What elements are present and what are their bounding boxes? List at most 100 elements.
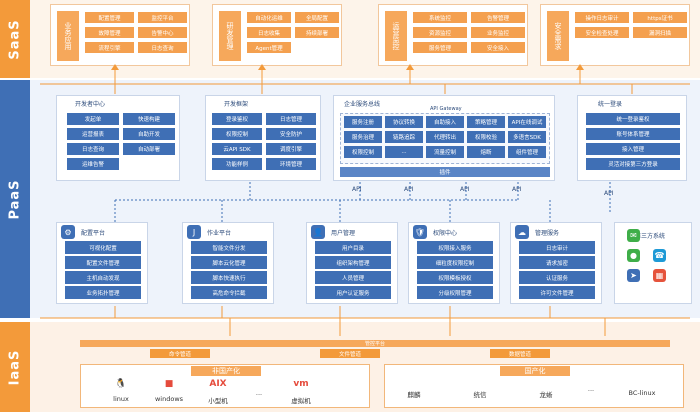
file-pipe: 文件管道 (320, 349, 380, 358)
sso-item: 统一登录鉴权 (586, 113, 680, 125)
saas-category: 研发管理 (219, 11, 241, 61)
saas-panel: 业务应用配置管理监控平台故障管理告警中心流程引擎日志查询 (50, 4, 190, 66)
api-gateway-item: 流量控制 (426, 146, 464, 158)
saas-chip: 监控平台 (138, 12, 187, 23)
api-label: API (604, 190, 614, 197)
vm-logo: vm (293, 379, 309, 389)
saas-chip: 安全检查处理 (575, 27, 629, 38)
api-gateway-item: 代理转出 (426, 131, 464, 143)
saas-chip: 服务管理 (413, 42, 467, 53)
saas-chip: 全局配置 (295, 12, 339, 23)
data-pipe: 数据管道 (490, 349, 550, 358)
dev-framework-panel: 开发框架 登录鉴权 日志管理 权限控制 安全防护 云API SDK 调度引擎 功… (205, 95, 321, 181)
task-platform-item: 高危命令拦截 (191, 286, 267, 299)
api-label: API (512, 186, 522, 193)
config-platform-item: 可视化配置 (65, 241, 141, 254)
domestic-box: 国产化 麒麟 统信 龙蜥 ... BC-linux (384, 364, 684, 408)
saas-category: 安全需求 (547, 11, 569, 61)
api-gateway-item: 权限校验 (467, 131, 505, 143)
dev-center-item: 快速构建 (123, 113, 175, 125)
aix-logo: AIX (209, 379, 227, 389)
chat-icon: ● (627, 249, 640, 262)
dev-framework-item: 权限控制 (212, 128, 262, 140)
dev-framework-item: 调度引擎 (266, 143, 316, 155)
user-platform-item: 用户认证服务 (315, 286, 391, 299)
user-platform-icon: 👤 (311, 225, 325, 239)
user-platform-item: 组织架构管理 (315, 256, 391, 269)
os-item: 麒麟 (407, 391, 421, 399)
saas-chip: 日志收集 (247, 27, 291, 38)
iaas-label: IaaS (0, 322, 30, 412)
dev-framework-item: 云API SDK (212, 143, 262, 155)
saas-chip: Agent管理 (247, 42, 291, 53)
sso-title: 统一登录 (598, 101, 623, 108)
saas-chip: 系统监控 (413, 12, 467, 23)
task-platform-title: 作业平台 (207, 230, 232, 237)
saas-chip: 告警中心 (138, 27, 187, 38)
dev-framework-item: 环境管理 (266, 158, 316, 170)
task-platform-item: 脚本云化管理 (191, 256, 267, 269)
third-party-title: 第三方系统 (635, 233, 666, 240)
api-gateway-item: 协议转换 (385, 116, 423, 128)
windows-icon: ■ (164, 379, 174, 389)
os-item: 小型机 (208, 397, 228, 405)
saas-chip: https证书 (633, 12, 687, 23)
config-platform-item: 主机自动发现 (65, 271, 141, 284)
domestic-title: 国产化 (500, 366, 570, 376)
saas-category: 业务应用 (57, 11, 79, 61)
sso-item: 接入管理 (586, 143, 680, 155)
app-grid-icon: ▦ (653, 269, 666, 282)
saas-chip: 故障管理 (85, 27, 134, 38)
api-gateway-item: 熔断 (467, 146, 505, 158)
third-party-panel: 第三方系统 ✉ ● ☎ ➤ ▦ (614, 222, 692, 304)
api-gateway-item: 权限控制 (344, 146, 382, 158)
saas-chip: 持续部署 (295, 27, 339, 38)
dev-center-panel: 开发者中心 发起单 快速构建 运营报表 自助开发 日志查询 自动部署 运维告警 (56, 95, 180, 181)
command-pipe: 命令管道 (150, 349, 210, 358)
api-gateway-item: 多语言SDK (508, 131, 546, 143)
os-item: ... (255, 389, 263, 397)
api-gateway-item: ... (385, 146, 423, 158)
dev-framework-item: 日志管理 (266, 113, 316, 125)
perm-platform-item: 分级权限管理 (417, 286, 493, 299)
mgmt-platform-icon: ☁ (515, 225, 529, 239)
os-item: windows (154, 395, 184, 403)
mgmt-platform-item: 认证服务 (519, 271, 595, 284)
api-gateway-item: 服务治理 (344, 131, 382, 143)
dev-center-item: 运维告警 (67, 158, 119, 170)
dev-framework-item: 功能样例 (212, 158, 262, 170)
perm-platform-item: 权限接入服务 (417, 241, 493, 254)
api-gateway-item: 自助接入 (426, 116, 464, 128)
mgmt-platform-item: 日志审计 (519, 241, 595, 254)
task-platform-item: 脚本快速执行 (191, 271, 267, 284)
api-gateway-subtitle: API Gateway (430, 106, 462, 112)
os-item: linux (113, 395, 129, 403)
config-platform-item: 配置文件管理 (65, 256, 141, 269)
dingtalk-icon: ➤ (627, 269, 640, 282)
api-gateway-item: API在线调试 (508, 116, 546, 128)
perm-platform-item: 细粒度权限控制 (417, 256, 493, 269)
non-domestic-title: 非国产化 (191, 366, 261, 376)
os-item: 龙蜥 (539, 391, 553, 399)
dev-framework-item: 安全防护 (266, 128, 316, 140)
non-domestic-box: 非国产化 🐧 ■ AIX vm linux windows 小型机 ... 虚拟… (80, 364, 370, 408)
perm-platform-panel: 🛡权限中心权限接入服务细粒度权限控制权限模板授权分级权限管理 (408, 222, 500, 304)
wechat-icon: ✉ (627, 229, 640, 242)
user-platform-item: 人员管理 (315, 271, 391, 284)
mgmt-platform-item: 请求加密 (519, 256, 595, 269)
os-item: BC-linux (628, 389, 656, 397)
user-platform-title: 用户管理 (331, 230, 356, 237)
api-gateway-item: 组件管理 (508, 146, 546, 158)
linux-icon: 🐧 (115, 379, 127, 389)
user-platform-panel: 👤用户管理用户目录组织架构管理人员管理用户认证服务 (306, 222, 398, 304)
saas-panel: 运营监控系统监控告警管理资源监控业务监控服务管理安全接入 (378, 4, 528, 66)
task-platform-item: 智能文件分发 (191, 241, 267, 254)
saas-chip: 资源监控 (413, 27, 467, 38)
mgmt-platform-item: 许可文件管理 (519, 286, 595, 299)
api-label: API (352, 186, 362, 193)
saas-chip: 安全接入 (471, 42, 525, 53)
dev-center-title: 开发者中心 (75, 101, 106, 108)
config-platform-icon: ⚙ (61, 225, 75, 239)
